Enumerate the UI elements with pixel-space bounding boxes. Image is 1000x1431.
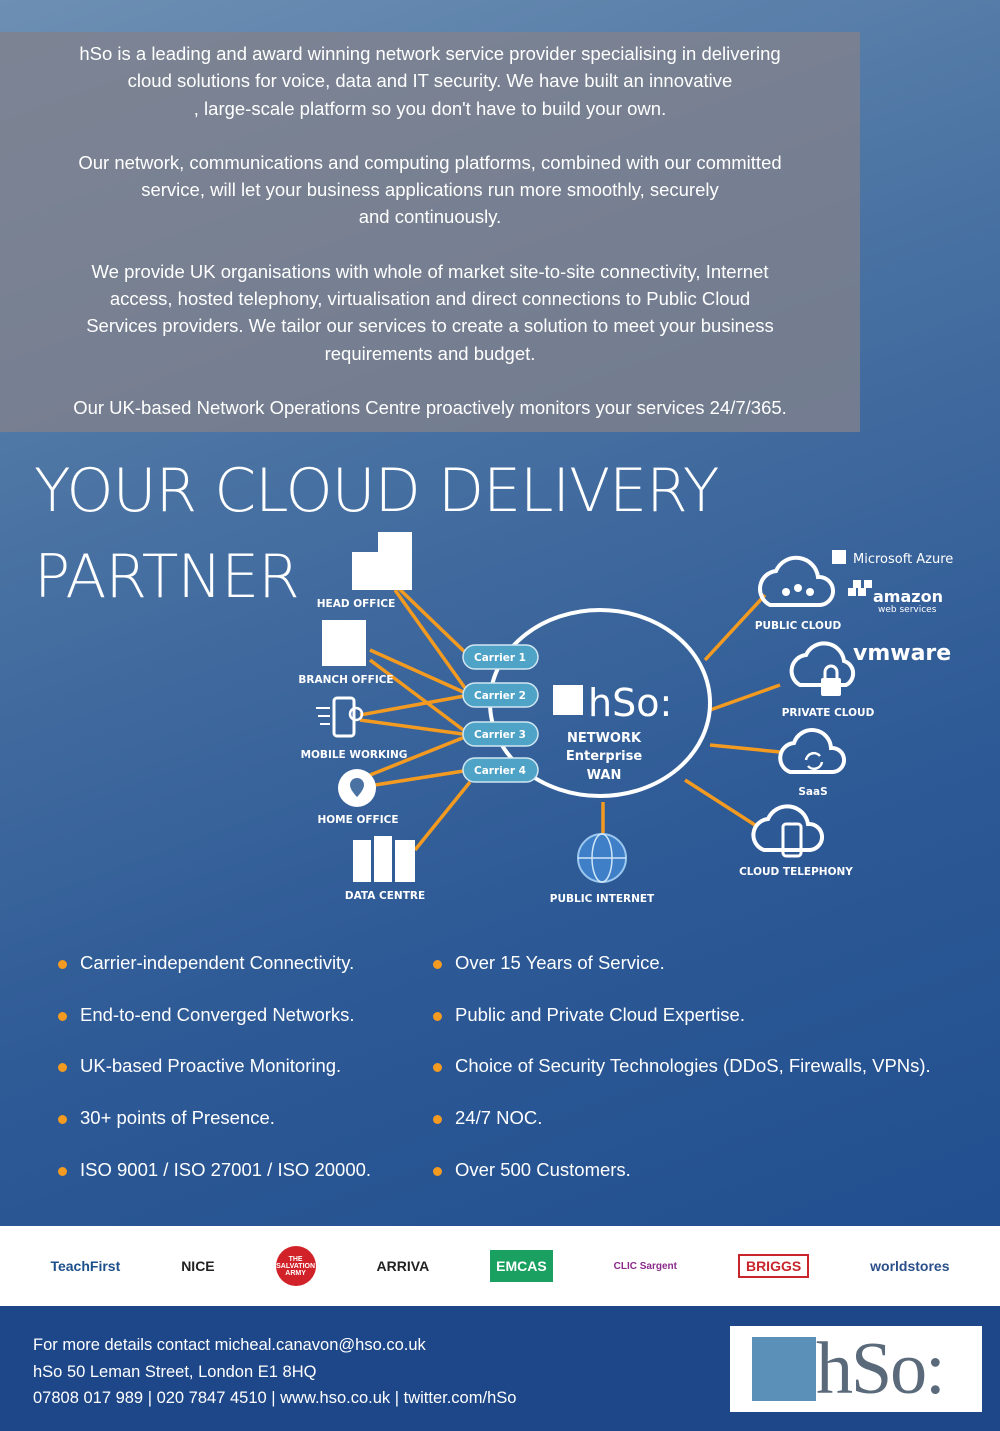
globe-icon	[577, 833, 627, 883]
features-right-column: Over 15 Years of Service. Public and Pri…	[433, 952, 931, 1210]
features-left-column: Carrier-independent Connectivity. End-to…	[58, 952, 371, 1210]
home-office-label: HOME OFFICE	[317, 814, 398, 826]
feature-item: Carrier-independent Connectivity.	[58, 952, 371, 1004]
footer: For more details contact micheal.canavon…	[0, 1306, 1000, 1431]
worldstores-logo: worldstores	[870, 1258, 950, 1274]
left-connection-lines	[359, 578, 472, 852]
head-office-label: HEAD OFFICE	[317, 598, 396, 610]
private-cloud-label: PRIVATE CLOUD	[782, 707, 875, 719]
bullet-icon	[58, 1166, 67, 1176]
carrier-3: Carrier 3	[462, 721, 539, 747]
cloud-telephony-icon	[751, 804, 824, 858]
bullet-icon	[433, 1063, 442, 1073]
microsoft-logo-icon	[832, 550, 846, 564]
mobile-working-icon	[316, 696, 364, 738]
emcas-logo: EMCAS	[490, 1250, 553, 1282]
intro-paragraph-1: hSo is a leading and award winning netwo…	[79, 43, 781, 119]
bullet-icon	[433, 960, 442, 969]
hso-logo-text: hSo:	[816, 1328, 946, 1410]
contact-details: For more details contact micheal.canavon…	[33, 1332, 516, 1412]
hso-logo-square	[752, 1337, 816, 1401]
data-centre-label: DATA CENTRE	[345, 890, 425, 902]
arriva-logo: ARRIVA	[376, 1258, 430, 1274]
feature-item: UK-based Proactive Monitoring.	[58, 1055, 371, 1107]
bullet-icon	[433, 1166, 442, 1176]
feature-item: Choice of Security Technologies (DDoS, F…	[433, 1055, 931, 1107]
clic-sargent-logo: CLIC Sargent	[613, 1260, 677, 1272]
amazon-web-services-label: web services	[878, 605, 937, 615]
feature-item: End-to-end Converged Networks.	[58, 1004, 371, 1056]
public-cloud-icon	[758, 555, 836, 607]
right-connection-lines	[601, 593, 781, 838]
feature-item: ISO 9001 / ISO 27001 / ISO 20000.	[58, 1159, 371, 1211]
intro-paragraph-3: We provide UK organisations with whole o…	[86, 260, 774, 364]
feature-item: 30+ points of Presence.	[58, 1107, 371, 1159]
feature-item: Public and Private Cloud Expertise.	[433, 1004, 931, 1056]
hub-logo: hSo:	[588, 681, 672, 725]
feature-item: Over 500 Customers.	[433, 1159, 931, 1211]
vmware-logo: vmware	[853, 641, 951, 666]
branch-office-icon	[322, 620, 366, 666]
data-centre-icon	[353, 836, 415, 882]
home-office-icon	[338, 769, 376, 807]
carrier-2-label: Carrier 2	[474, 690, 526, 702]
amazon-logo: amazon	[873, 587, 943, 606]
carrier-3-label: Carrier 3	[474, 729, 526, 741]
bullet-icon	[58, 1011, 67, 1021]
head-office-icon	[352, 532, 412, 590]
carrier-2: Carrier 2	[462, 682, 539, 708]
contact-phone-web-line: 07808 017 989 | 020 7847 4510 | www.hso.…	[33, 1389, 517, 1407]
teachfirst-logo: TeachFirst	[50, 1258, 121, 1274]
salvation-army-logo: THE SALVATION ARMY	[275, 1246, 316, 1286]
hso-logo: hSo:	[730, 1326, 982, 1412]
hub-logo-square	[553, 685, 583, 715]
mobile-working-label: MOBILE WORKING	[301, 749, 408, 761]
hub-line-3: WAN	[587, 768, 622, 783]
saas-icon	[778, 728, 846, 774]
branch-office-label: BRANCH OFFICE	[298, 674, 393, 686]
client-logo-strip: TeachFirst NICE THE SALVATION ARMY ARRIV…	[0, 1226, 1000, 1306]
feature-item: 24/7 NOC.	[433, 1107, 931, 1159]
carrier-1: Carrier 1	[462, 644, 539, 670]
bullet-icon	[58, 1115, 67, 1125]
public-cloud-label: PUBLIC CLOUD	[755, 620, 842, 632]
hub-line-2: Enterprise	[566, 749, 642, 764]
nice-logo: NICE	[181, 1258, 215, 1274]
microsoft-azure-logo: Microsoft Azure	[853, 552, 953, 567]
saas-label: SaaS	[798, 786, 827, 798]
intro-paragraph-2: Our network, communications and computin…	[78, 151, 782, 228]
bullet-icon	[58, 960, 67, 969]
feature-item: Over 15 Years of Service.	[433, 952, 931, 1004]
briggs-logo: BRIGGS	[737, 1254, 810, 1278]
amazon-boxes-icon	[848, 580, 872, 596]
private-cloud-icon	[789, 641, 856, 696]
bullet-icon	[58, 1063, 67, 1073]
public-internet-label: PUBLIC INTERNET	[550, 893, 655, 905]
carrier-4-label: Carrier 4	[474, 765, 526, 777]
carrier-1-label: Carrier 1	[474, 652, 526, 664]
network-diagram: hSo: NETWORK Enterprise WAN Carrier 1 Ca…	[298, 532, 953, 905]
contact-email-line: For more details contact micheal.canavon…	[33, 1336, 426, 1354]
intro-paragraph-4: Our UK-based Network Operations Centre p…	[73, 396, 787, 418]
bullet-icon	[433, 1115, 442, 1125]
headline: YOUR CLOUD DELIVERY PARTNER	[34, 456, 720, 612]
cloud-telephony-label: CLOUD TELEPHONY	[739, 866, 853, 878]
intro-panel: hSo is a leading and award winning netwo…	[0, 32, 860, 432]
carrier-4: Carrier 4	[462, 757, 539, 783]
bullet-icon	[433, 1011, 442, 1021]
hub-line-1: NETWORK	[567, 731, 642, 746]
contact-address-line: hSo 50 Leman Street, London E1 8HQ	[33, 1362, 317, 1381]
